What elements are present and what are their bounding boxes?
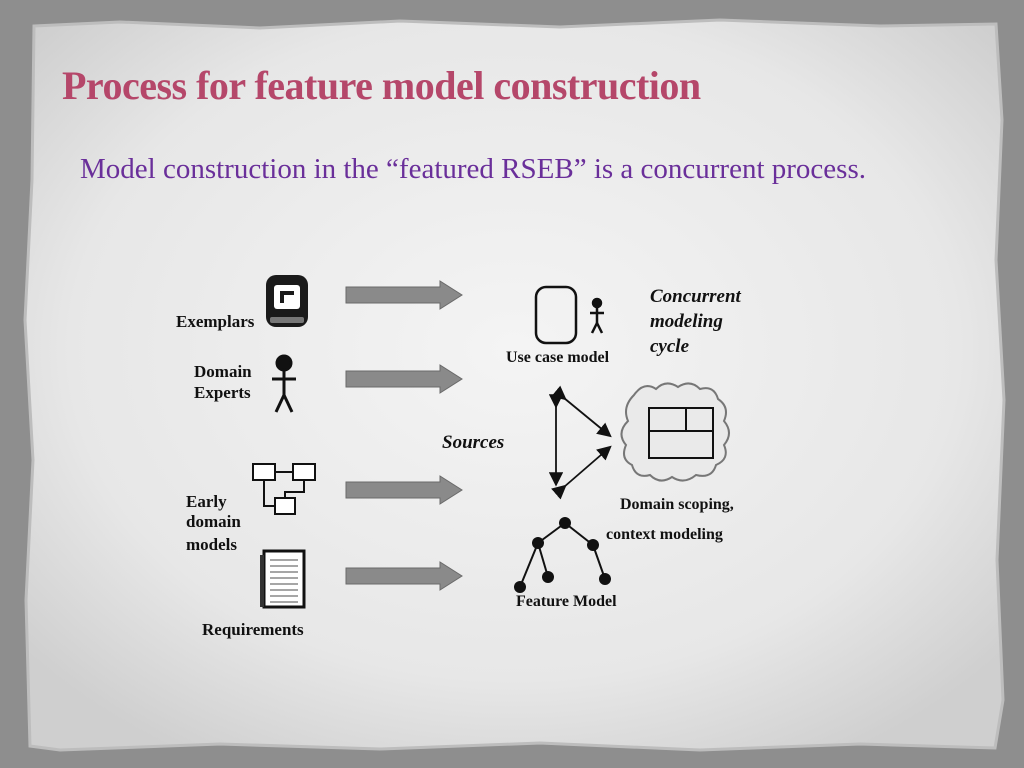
cycle-arrows [548,385,612,500]
slide-title: Process for feature model construction [62,63,701,108]
process-diagram: Exemplars Domain Experts Early domain mo… [150,255,830,675]
arrow-experts [345,364,463,394]
label-experts: Experts [194,383,251,402]
label-cycle-1: Concurrent [650,286,741,307]
use-case-icon [534,285,604,345]
label-exemplars: Exemplars [176,312,255,331]
arrow-early-models [345,475,463,505]
slide-body-text: Model construction in the “featured RSEB… [80,153,866,185]
label-requirements: Requirements [202,620,304,639]
person-icon [272,354,296,413]
label-use-case-model: Use case model [506,349,610,366]
label-domain-models-2: models [186,535,237,554]
label-domain-models-1: domain [186,512,241,531]
label-context-modeling: context modeling [606,526,723,543]
diagram-graphics [252,275,730,609]
label-cycle-3: cycle [650,336,690,357]
domain-scoping-icon [620,382,730,482]
diagram-boxes-icon [252,463,316,515]
document-icon [260,549,306,609]
label-sources: Sources [442,432,505,453]
label-feature-model: Feature Model [516,593,617,610]
label-cycle-2: modeling [650,311,723,332]
label-early: Early [186,492,227,511]
source-arrows [345,280,463,591]
computer-icon [266,275,308,327]
arrow-exemplars [345,280,463,310]
feature-tree-icon [514,517,611,593]
arrow-requirements [345,561,463,591]
label-domain-scoping: Domain scoping, [620,496,734,513]
label-domain: Domain [194,362,252,381]
